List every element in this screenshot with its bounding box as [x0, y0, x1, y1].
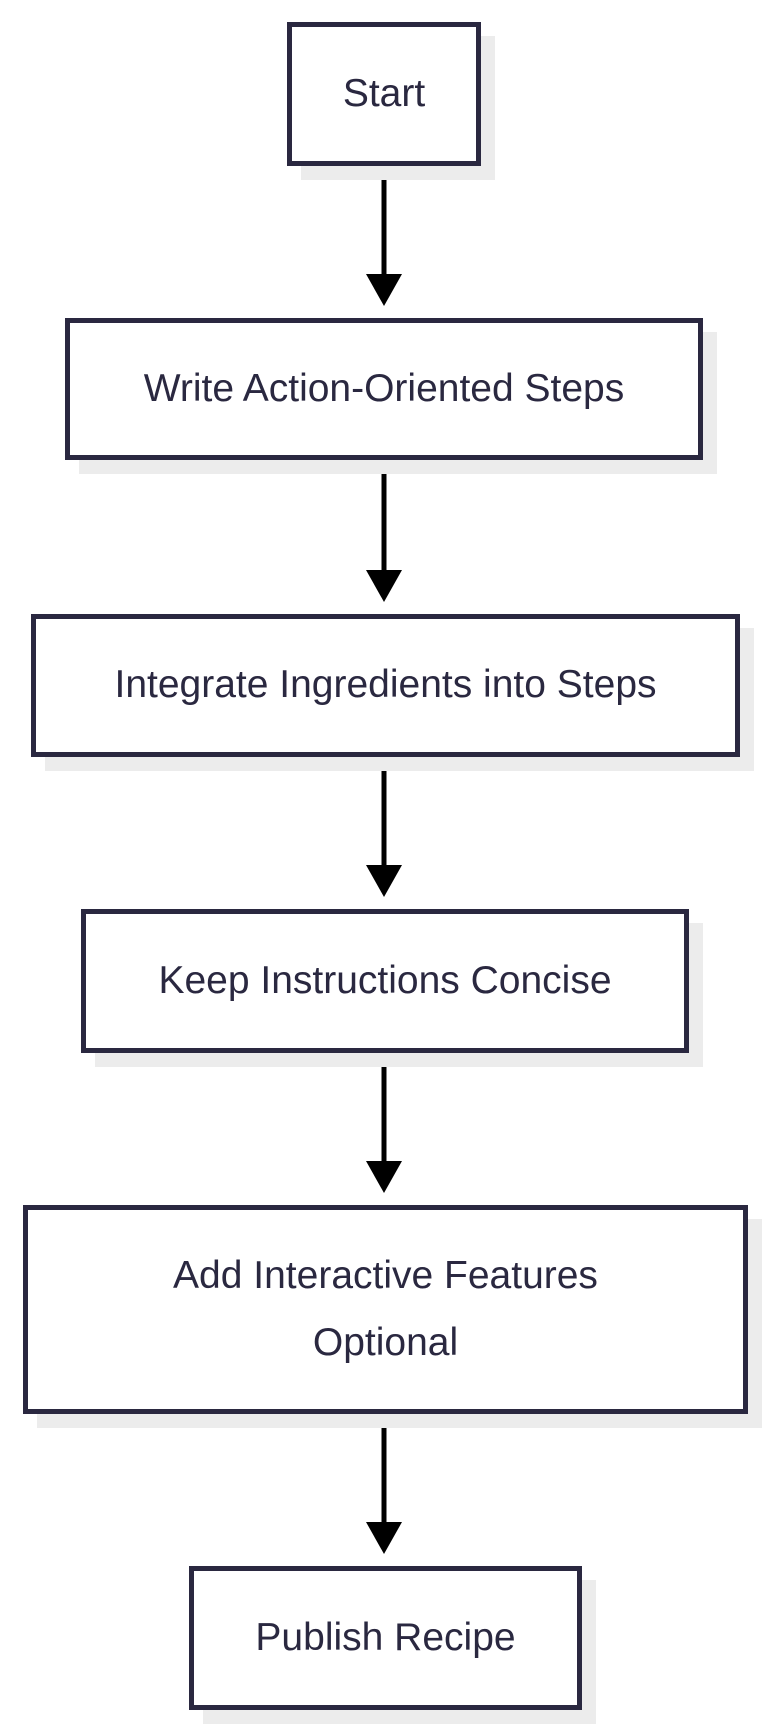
edge-keep-to-add: [366, 1053, 402, 1193]
arrowhead-icon: [366, 1161, 402, 1193]
node-write-action-oriented-steps: Write Action-Oriented Steps: [65, 318, 703, 460]
arrowhead-icon: [366, 1522, 402, 1554]
node-add-interactive-features: Add Interactive Features Optional: [23, 1205, 748, 1414]
node-keep-instructions-concise: Keep Instructions Concise: [81, 909, 689, 1053]
edge-start-to-write: [366, 166, 402, 306]
edge-add-to-publish: [366, 1414, 402, 1554]
node-publish-recipe: Publish Recipe: [189, 1566, 582, 1710]
arrowhead-icon: [366, 274, 402, 306]
arrowhead-icon: [366, 865, 402, 897]
node-integrate-ingredients: Integrate Ingredients into Steps: [31, 614, 740, 757]
arrowhead-icon: [366, 570, 402, 602]
edge-integrate-to-keep: [366, 757, 402, 897]
node-start: Start: [287, 22, 481, 166]
edge-write-to-integrate: [366, 460, 402, 602]
